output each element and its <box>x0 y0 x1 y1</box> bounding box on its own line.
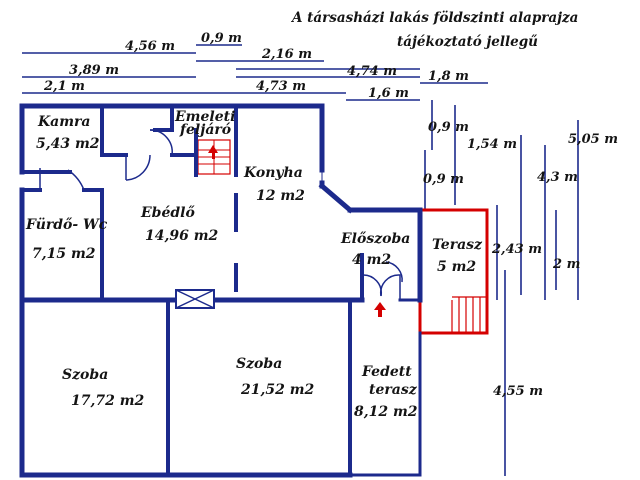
vertical-dimension-lines <box>424 100 579 476</box>
terrace-stairs <box>418 208 489 335</box>
room-name-kamra: Kamra <box>37 114 91 130</box>
room-area-fedett: 8,12 m2 <box>354 404 418 420</box>
dim-label: 2,16 m <box>261 47 312 62</box>
dim-label: 2 m <box>552 257 580 272</box>
arrow-up-stem <box>212 152 215 159</box>
dim-label: 4,73 m <box>256 79 306 94</box>
room-area-szoba1: 17,72 m2 <box>71 393 145 409</box>
room-name-szoba1: Szoba <box>62 367 108 383</box>
room-name-konyha: Konyha <box>243 165 303 181</box>
stair-outline <box>418 297 489 335</box>
dim-label: 1,8 m <box>428 69 469 84</box>
room-name-eloszoba: Előszoba <box>340 231 410 247</box>
room-area-szoba2: 21,52 m2 <box>240 382 315 398</box>
arrow-up-stem <box>378 309 382 317</box>
dim-label: 0,9 m <box>428 120 469 135</box>
room-name-terasz: Terasz <box>432 237 483 253</box>
chimney-cross <box>175 289 215 309</box>
wall <box>318 182 354 214</box>
stair-door-swing <box>149 129 173 156</box>
room-area-eloszoba: 4 m2 <box>352 252 391 268</box>
room-name-furdo: Fürdő- Wc <box>25 217 108 233</box>
doors <box>39 129 403 300</box>
dim-label: 1,6 m <box>368 86 409 101</box>
upper-floor-stairs <box>197 139 231 175</box>
room-name-emeleti: Emeleti <box>174 109 235 125</box>
arrow-up-icon <box>208 145 218 153</box>
room-labels: Kamra 5,43 m2 Emeleti feljáró Konyha 12 … <box>25 109 483 420</box>
room-area-terasz: 5 m2 <box>437 259 476 275</box>
dim-label: 2,1 m <box>43 79 85 94</box>
entrance-arrow <box>374 302 386 317</box>
room-name-terasz2: terasz <box>369 382 418 398</box>
walls <box>19 103 423 478</box>
room-name-feljaro: feljáró <box>179 122 231 138</box>
entrance-door-right <box>379 274 401 300</box>
dimension-lines <box>22 44 488 101</box>
dim-label: 4,3 m <box>537 170 578 185</box>
room-area-kamra: 5,43 m2 <box>36 136 100 152</box>
plan-subtitle: tájékoztató jellegű <box>397 34 538 50</box>
room-area-furdo: 7,15 m2 <box>32 246 96 262</box>
room-name-fedett: Fedett <box>361 364 412 380</box>
dimension-labels: 4,56 m 0,9 m 2,16 m 3,89 m 4,74 m 1,8 m … <box>43 31 618 399</box>
room-name-ebedlo: Ebédlő <box>140 205 195 221</box>
plan-title: A társasházi lakás földszinti alaprajza <box>290 10 578 26</box>
entrance-door-left <box>361 274 383 300</box>
room-name-szoba2: Szoba <box>236 356 282 372</box>
dim-label: 5,05 m <box>568 132 618 147</box>
hall-door-swing <box>385 261 403 283</box>
dim-label: 0,9 m <box>423 172 464 187</box>
bath-door-swing <box>67 169 85 191</box>
terrace-outline <box>418 208 489 300</box>
kamra-door-swing <box>125 154 151 181</box>
dim-label: 4,74 m <box>347 64 397 79</box>
dim-label: 4,56 m <box>125 39 175 54</box>
dim-label: 1,54 m <box>467 137 517 152</box>
room-area-konyha: 12 m2 <box>256 188 305 204</box>
dim-label: 4,55 m <box>493 384 543 399</box>
dim-label: 2,43 m <box>491 242 542 257</box>
dim-label: 0,9 m <box>201 31 242 46</box>
room-area-ebedlo: 14,96 m2 <box>145 228 219 244</box>
arrow-up-icon <box>374 302 386 310</box>
dim-label: 3,89 m <box>69 63 119 78</box>
